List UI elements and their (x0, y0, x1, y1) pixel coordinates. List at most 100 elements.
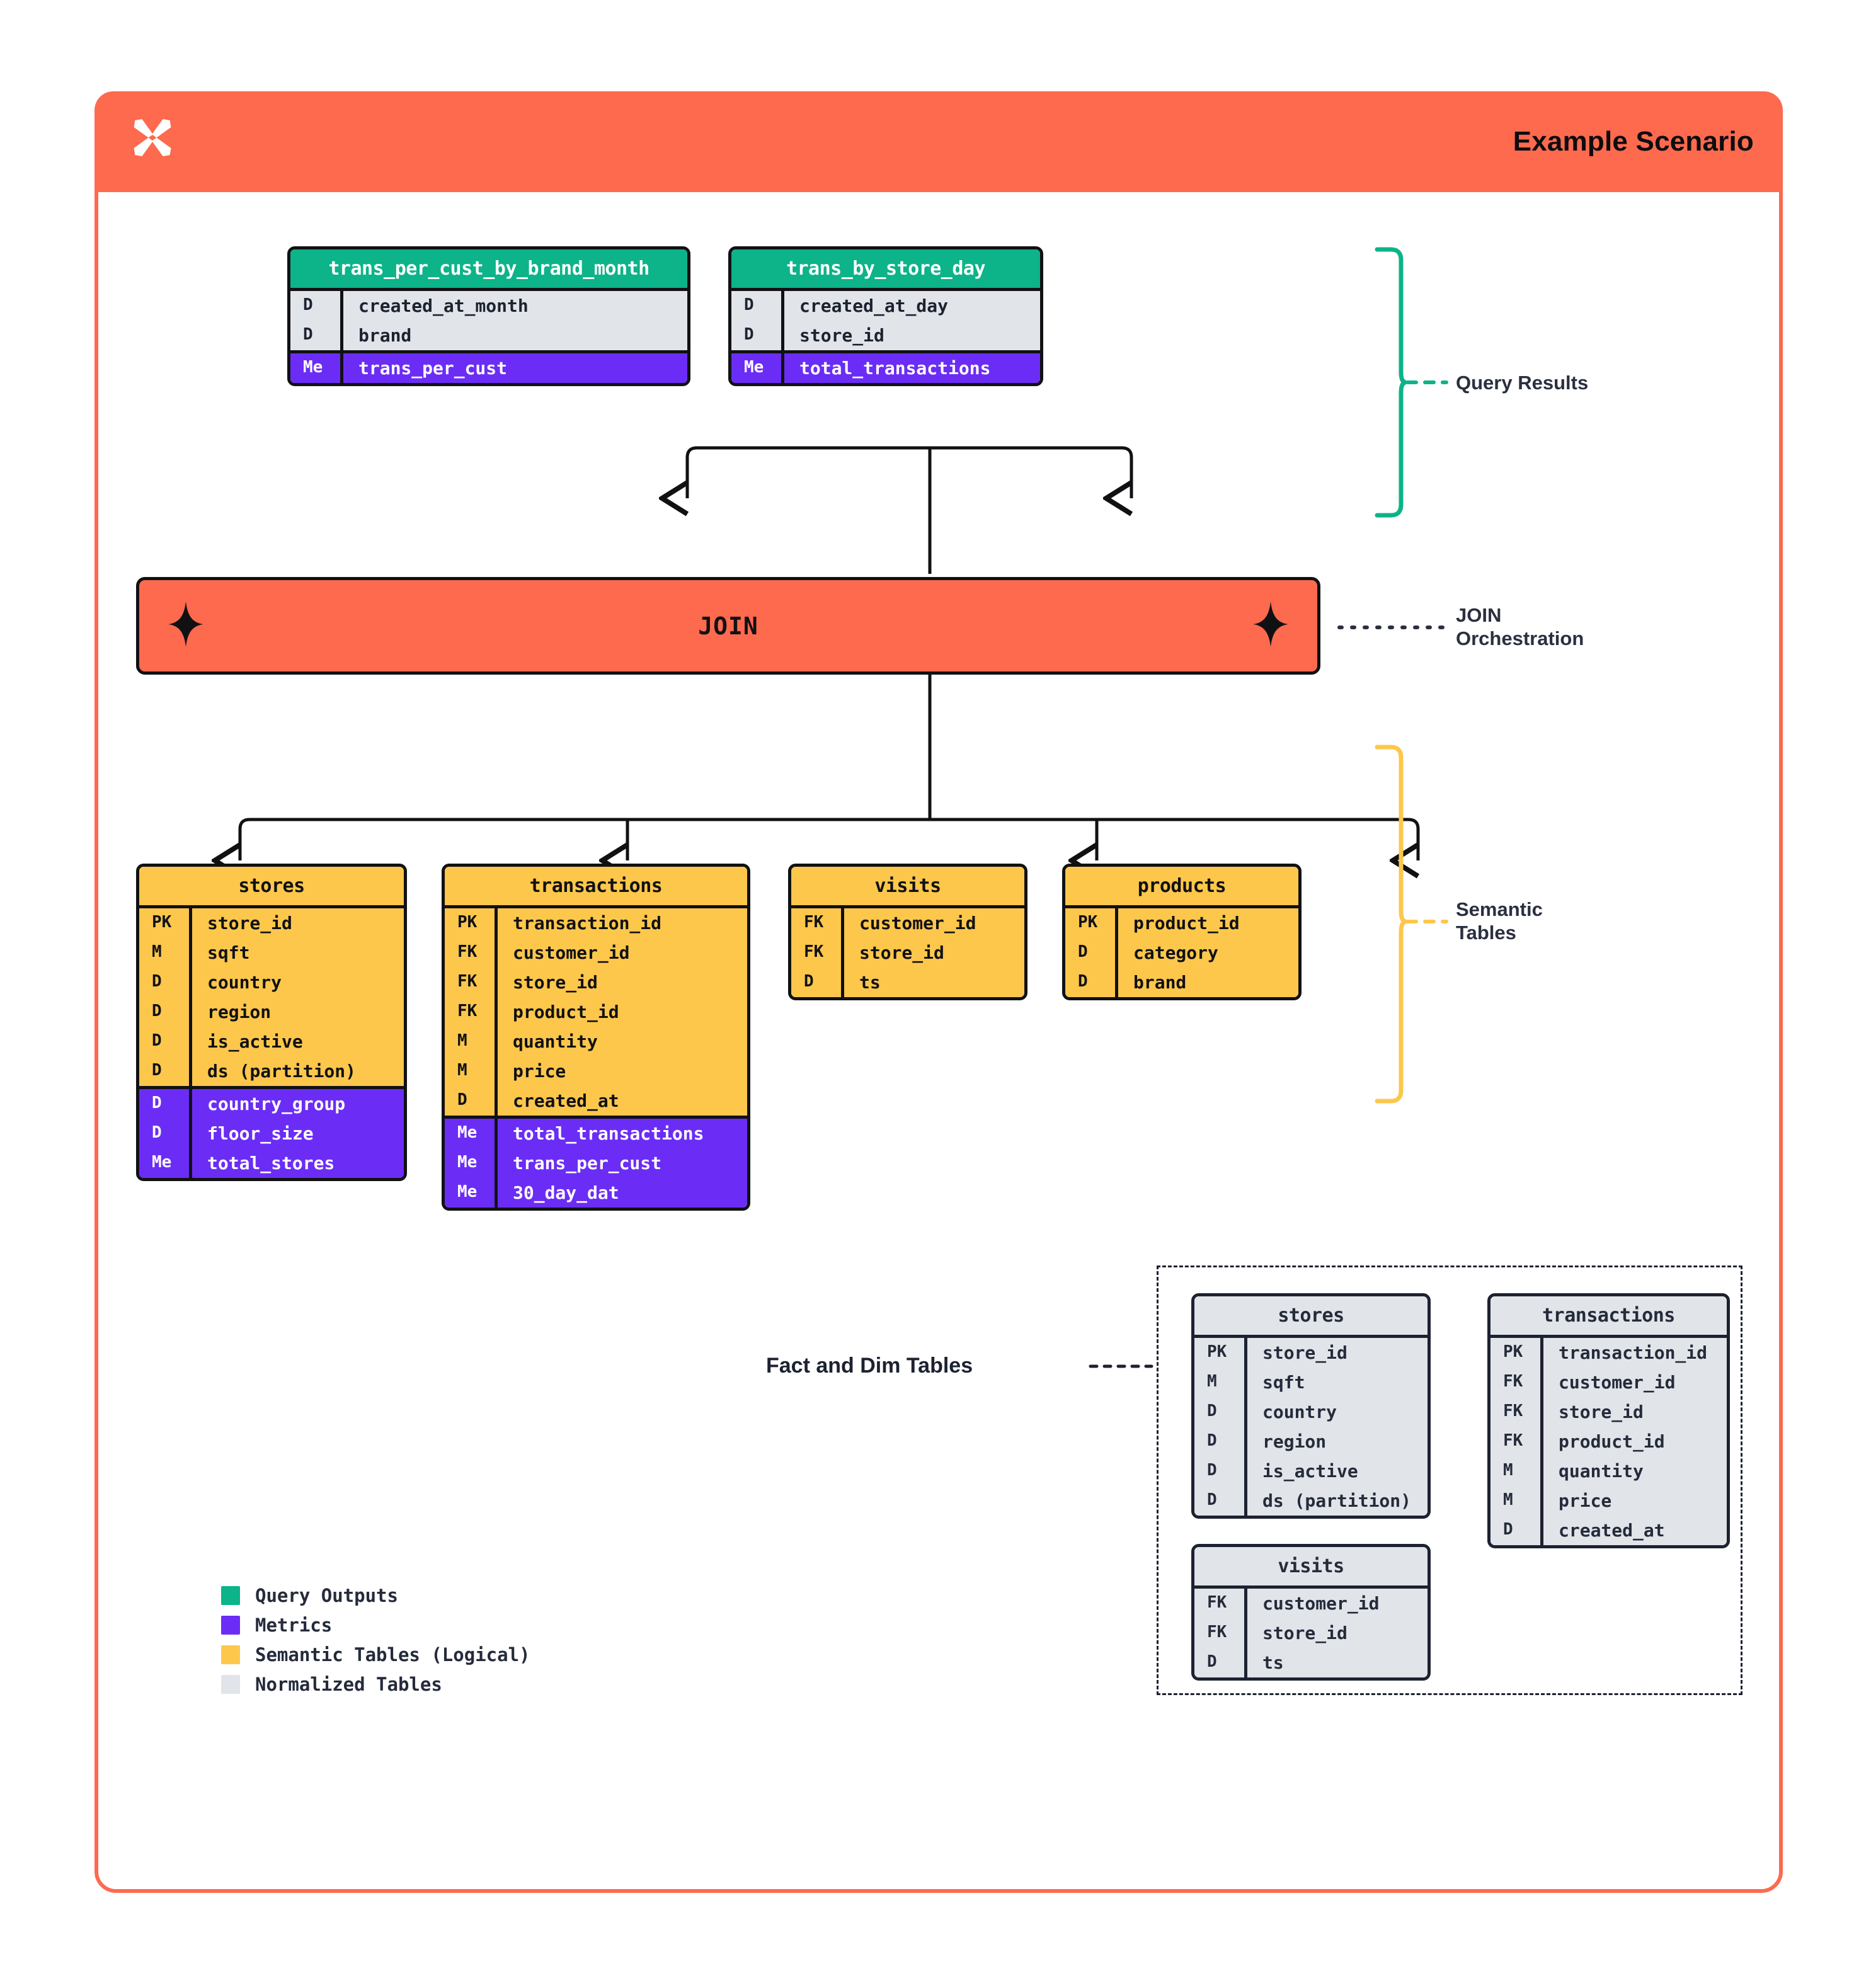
sparkle-icon (1253, 602, 1288, 650)
column-kind: D (290, 291, 343, 321)
x-sparkle-logo-icon (123, 113, 181, 171)
column-kind: D (139, 1027, 192, 1056)
table-row[interactable]: D store_id (731, 321, 1040, 350)
join-orchestration-bar[interactable]: JOIN (136, 577, 1320, 675)
column-kind: Me (445, 1178, 498, 1208)
column-kind: PK (139, 908, 192, 938)
query-result-table-trans-per-cust-by-brand-month[interactable]: trans_per_cust_by_brand_month D created_… (287, 246, 690, 386)
table-row[interactable]: Me total_transactions (731, 353, 1040, 383)
column-kind: D (1065, 968, 1118, 997)
table-title: products (1065, 867, 1298, 905)
legend-swatch-normalized-tables (221, 1675, 240, 1694)
column-name: store_id (513, 972, 598, 993)
column-kind: D (445, 1086, 498, 1116)
column-kind: FK (1491, 1368, 1543, 1397)
legend-item-metrics: Metrics (221, 1614, 530, 1636)
legend-label: Normalized Tables (255, 1674, 442, 1695)
table-row[interactable]: D brand (290, 321, 687, 350)
column-kind: D (731, 321, 784, 350)
table-row[interactable]: Me trans_per_cust (290, 353, 687, 383)
column-name: store_id (1262, 1623, 1347, 1643)
column-kind: Me (445, 1148, 498, 1178)
column-name: category (1133, 942, 1218, 963)
column-name: ts (859, 972, 881, 993)
legend-item-semantic-tables: Semantic Tables (Logical) (221, 1644, 530, 1665)
table-title: stores (139, 867, 404, 905)
column-name: is_active (1262, 1461, 1358, 1482)
column-name: store_id (799, 325, 884, 346)
annotation-line-1: Semantic (1456, 898, 1543, 920)
column-name: created_at_month (358, 295, 529, 316)
column-name: trans_per_cust (358, 358, 508, 379)
diagram-canvas: trans_per_cust_by_brand_month D created_… (98, 95, 1787, 1897)
table-title: visits (1194, 1547, 1428, 1585)
column-name: created_at_day (799, 295, 949, 316)
query-result-table-trans-by-store-day[interactable]: trans_by_store_day D created_at_day D st… (728, 246, 1043, 386)
annotation-join-orchestration: JOIN Orchestration (1456, 604, 1584, 650)
table-title: transactions (445, 867, 747, 905)
column-kind: Me (731, 353, 784, 383)
column-kind: D (1194, 1486, 1247, 1516)
table-title: stores (1194, 1296, 1428, 1335)
table-row[interactable]: D created_at_day (731, 291, 1040, 321)
column-kind: M (445, 1027, 498, 1056)
table-title: visits (791, 867, 1024, 905)
table-row[interactable]: D created_at_month (290, 291, 687, 321)
sparkle-icon (168, 602, 203, 650)
column-name: price (1559, 1490, 1612, 1511)
column-kind: D (1065, 938, 1118, 968)
